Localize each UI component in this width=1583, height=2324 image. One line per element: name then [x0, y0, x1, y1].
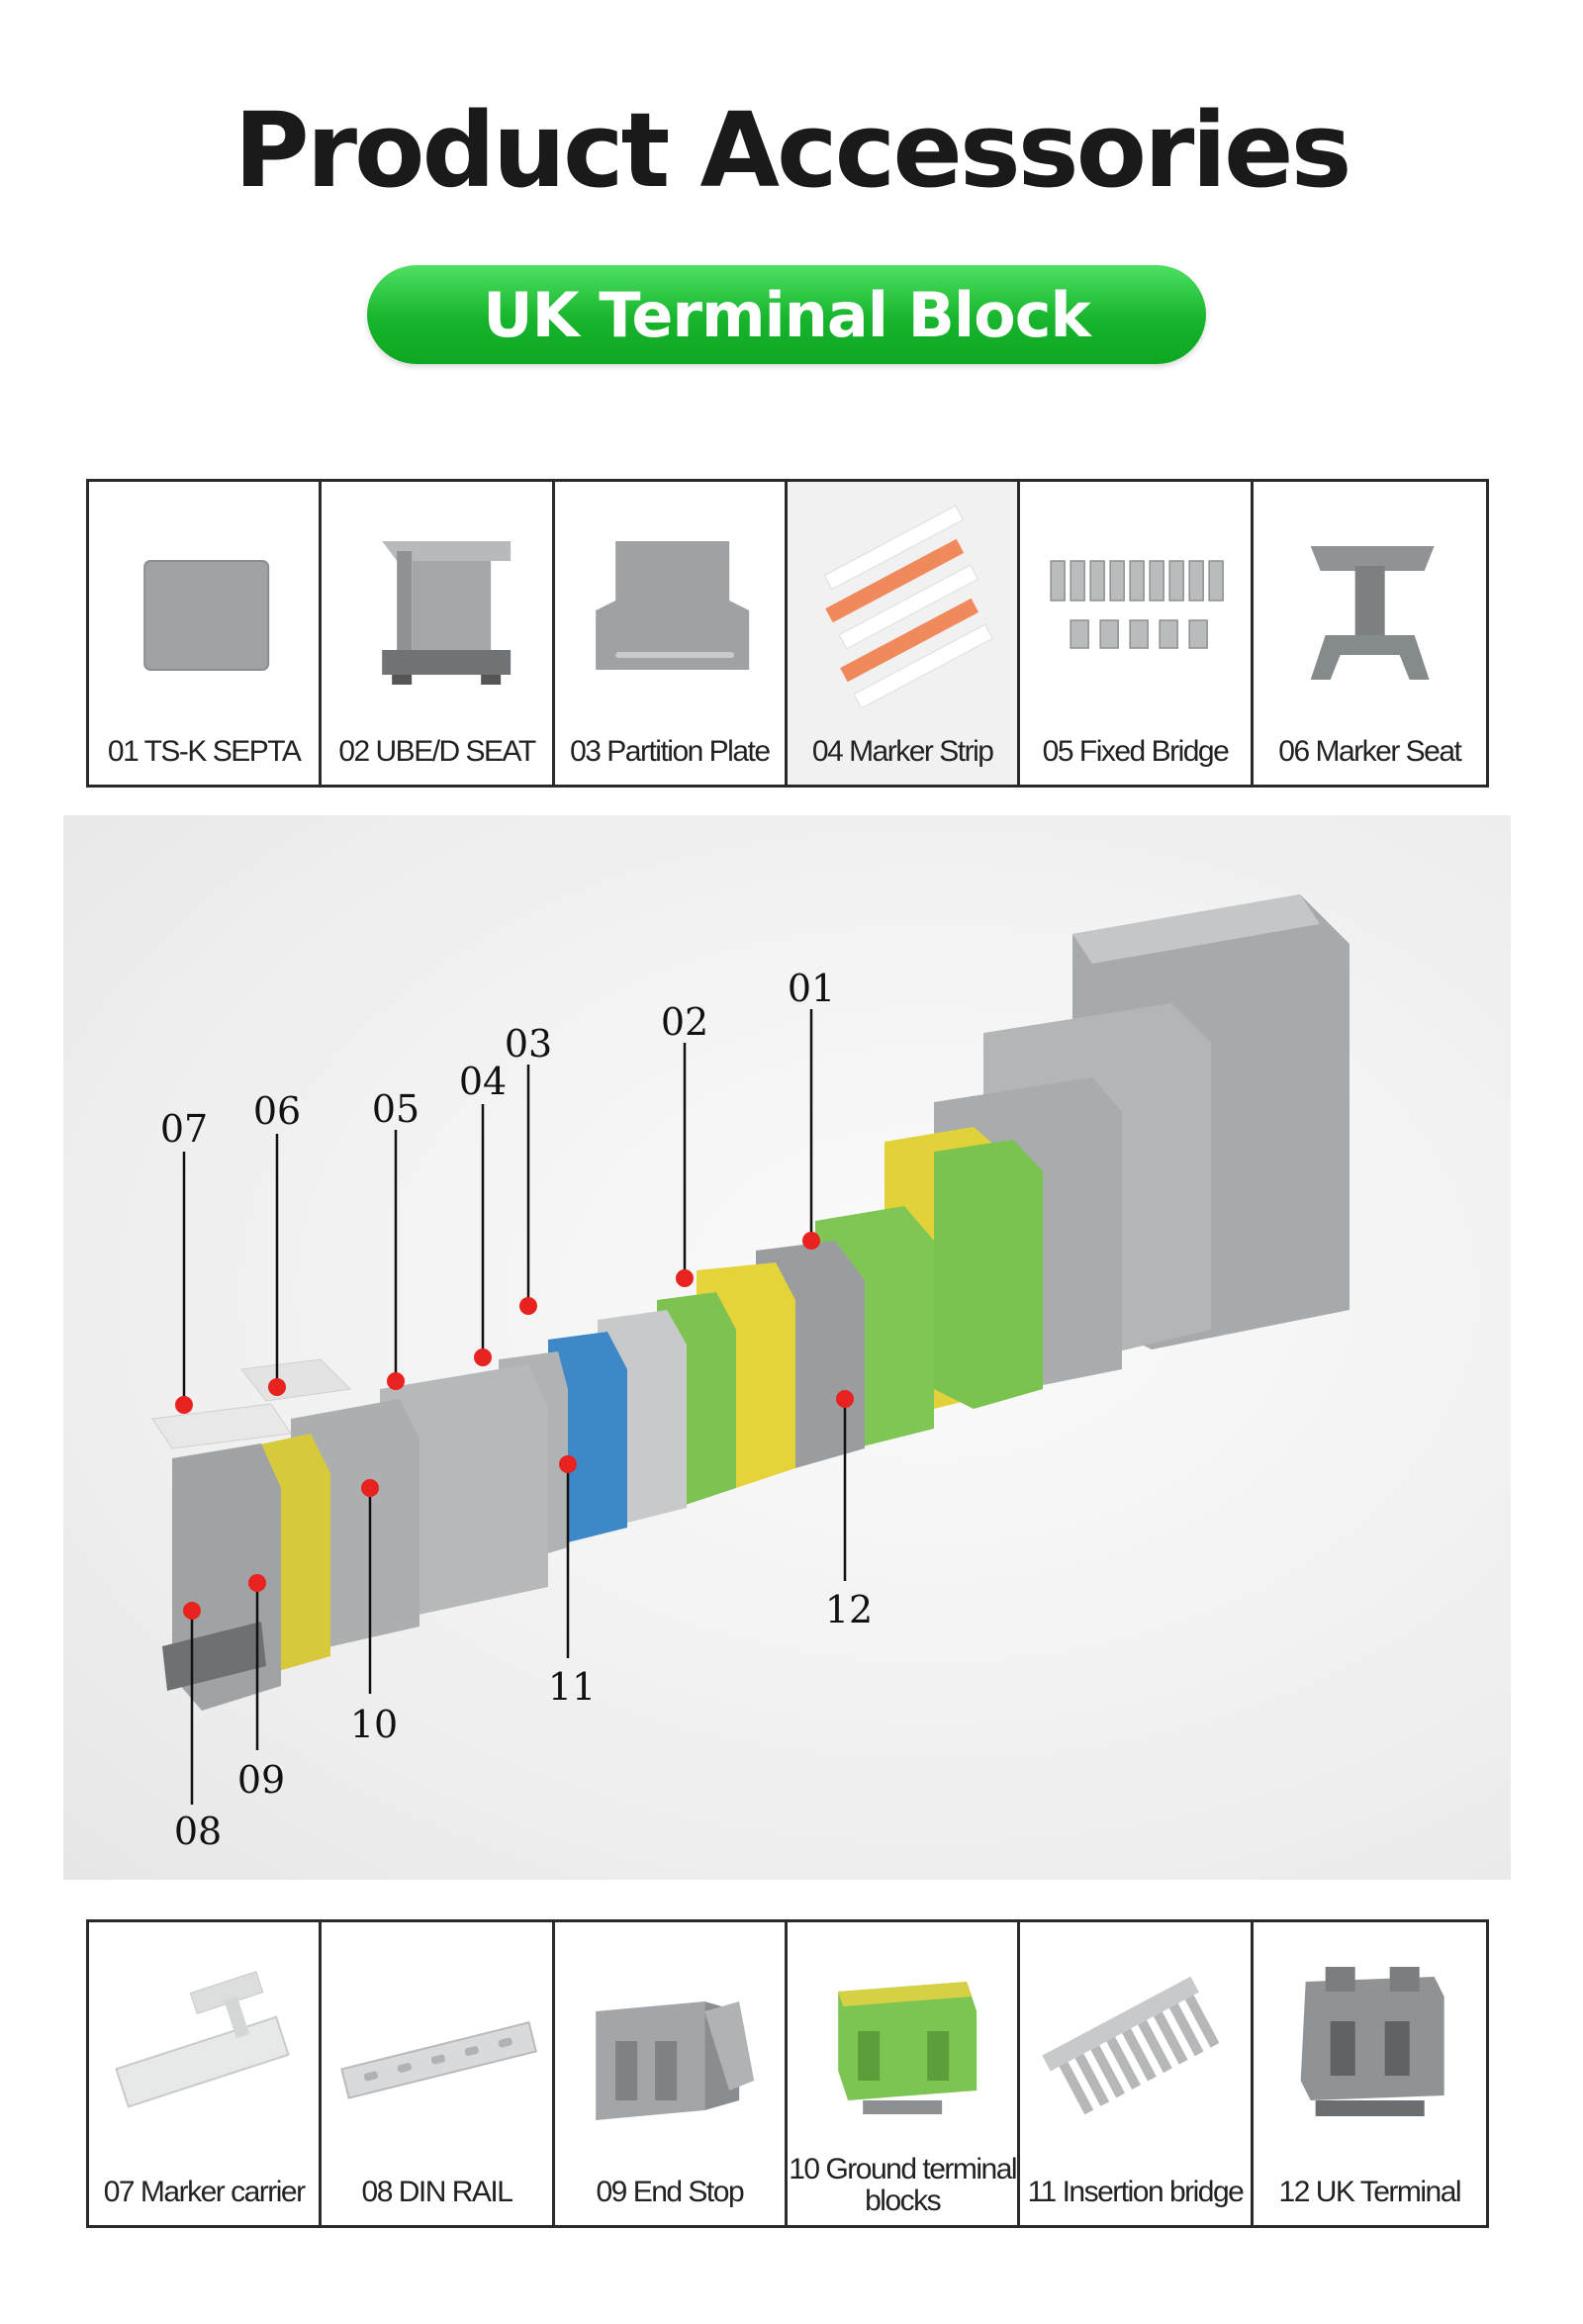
accessory-card-11[interactable]: 11 Insertion bridge [1020, 1922, 1254, 2225]
accessory-label: 08 DIN RAIL [361, 2176, 513, 2208]
callout-06: 06 [253, 1089, 301, 1133]
callout-02: 02 [661, 1000, 708, 1044]
accessory-card-08[interactable]: 08 DIN RAIL [322, 1922, 555, 2225]
accessory-card-05[interactable]: 05 Fixed Bridge [1020, 482, 1254, 785]
insertion-bridge-icon [1020, 1922, 1250, 2150]
accessory-card-09[interactable]: 09 End Stop [554, 1922, 788, 2225]
accessory-label: 06 Marker Seat [1278, 735, 1462, 768]
callout-09: 09 [237, 1758, 285, 1802]
accessory-label: 04 Marker Strip [811, 735, 994, 768]
callout-11: 11 [548, 1665, 596, 1709]
accessory-label: 12 UK Terminal [1278, 2176, 1462, 2208]
accessory-label: 02 UBE/D SEAT [338, 735, 536, 768]
end-stop-icon [555, 1922, 785, 2150]
accessory-label: 11 Insertion bridge [1027, 2176, 1245, 2208]
accessory-card-03[interactable]: 03 Partition Plate [554, 482, 788, 785]
callout-07: 07 [160, 1107, 208, 1151]
accessory-card-07[interactable]: 07 Marker carrier [89, 1922, 323, 2225]
accessory-card-04[interactable]: 04 Marker Strip [787, 482, 1021, 785]
din-rail-icon [322, 1922, 551, 2150]
callout-04: 04 [459, 1060, 507, 1103]
terminal-block-assembly-photo: 01 02 03 04 05 06 07 08 09 10 11 12 [63, 815, 1511, 1880]
uk-terminal-icon [1254, 1922, 1486, 2150]
accessory-grid-top: 01 TS-K SEPTA 02 UBE/D SEAT 03 Partition… [86, 479, 1489, 788]
accessory-label: 05 Fixed Bridge [1042, 735, 1230, 768]
accessory-card-01[interactable]: 01 TS-K SEPTA [89, 482, 323, 785]
page-title: Product Accessories [233, 90, 1352, 211]
callout-01: 01 [788, 967, 835, 1010]
fixed-bridge-icon [1020, 482, 1250, 709]
accessory-card-10[interactable]: 10 Ground terminal blocks [787, 1922, 1021, 2225]
accessory-card-06[interactable]: 06 Marker Seat [1253, 482, 1486, 785]
accessory-card-02[interactable]: 02 UBE/D SEAT [322, 482, 555, 785]
subtitle-pill: UK Terminal Block [367, 265, 1206, 364]
ground-terminal-icon [788, 1922, 1017, 2150]
partition-plate-icon [555, 482, 785, 709]
accessory-card-12[interactable]: 12 UK Terminal [1253, 1922, 1486, 2225]
callout-03: 03 [505, 1022, 552, 1066]
callout-05: 05 [372, 1087, 419, 1131]
accessory-label: 03 Partition Plate [570, 735, 771, 768]
subtitle-text: UK Terminal Block [483, 278, 1090, 351]
accessory-label: 09 End Stop [596, 2176, 745, 2208]
callout-12: 12 [825, 1588, 873, 1631]
ube-d-seat-icon [322, 482, 551, 709]
marker-seat-icon [1254, 482, 1486, 709]
callout-08: 08 [174, 1810, 222, 1853]
accessory-label: 07 Marker carrier [103, 2176, 306, 2208]
ts-k-septa-icon [89, 482, 319, 709]
marker-strip-icon [788, 482, 1017, 709]
accessory-label: 10 Ground terminal blocks [789, 2153, 1017, 2217]
accessory-label: 01 TS-K SEPTA [107, 735, 302, 768]
accessory-grid-bottom: 07 Marker carrier 08 DIN RAIL 09 End Sto… [86, 1919, 1489, 2228]
callout-10: 10 [350, 1703, 398, 1746]
marker-carrier-icon [89, 1922, 319, 2150]
